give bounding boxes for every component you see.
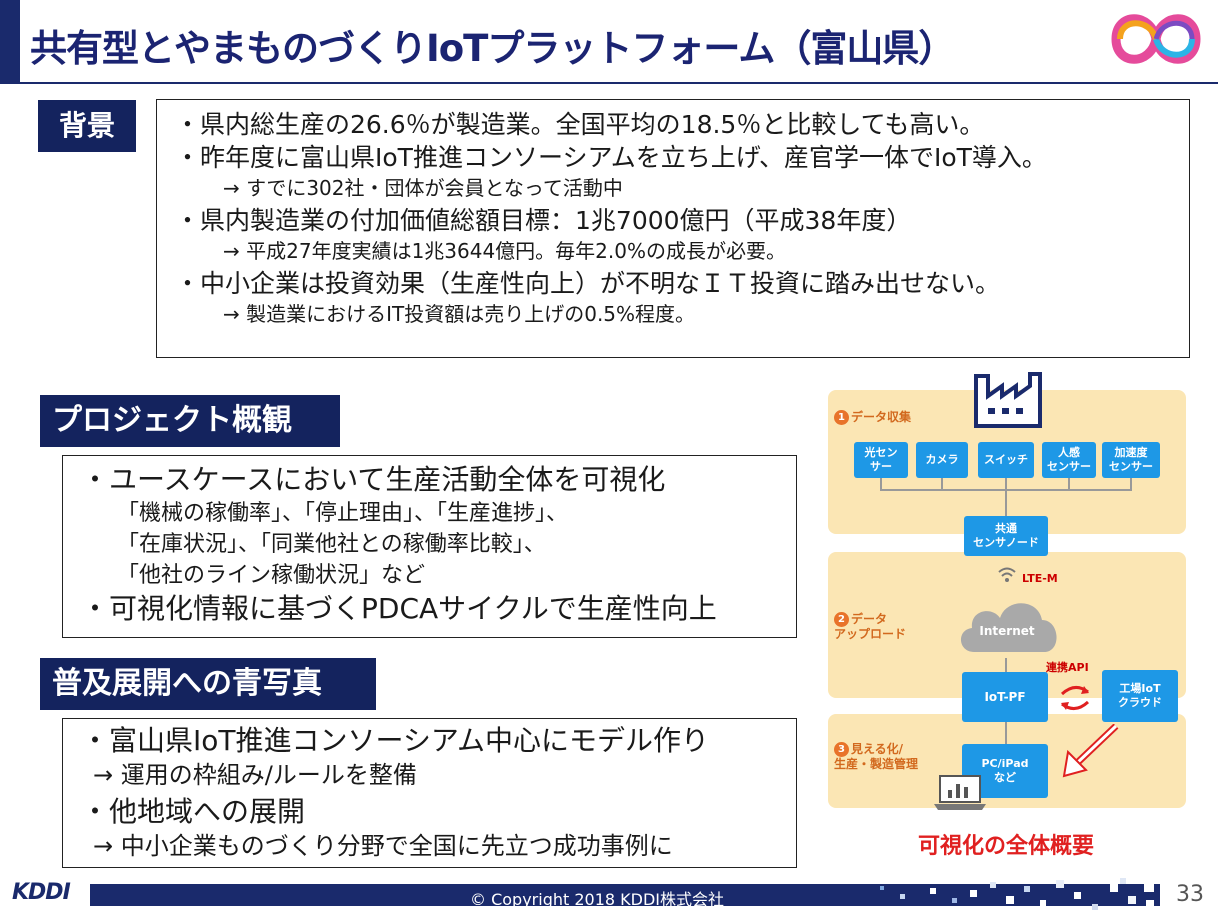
step-3-text: 見える化/ 生産・製造管理 (834, 742, 919, 771)
connector-line (1005, 478, 1007, 516)
blueprint-line: ・他地域への展開 (81, 795, 306, 828)
cloud-icon (960, 603, 1057, 652)
blueprint-section-label: 普及展開への青写真 (40, 658, 376, 710)
background-line: ・県内総生産の26.6％が製造業。全国平均の18.5％と比較しても高い。 (175, 110, 985, 139)
diagram-caption: 可視化の全体概要 (918, 834, 1095, 859)
iot-platform-node: IoT-PF (962, 672, 1048, 722)
connector-line (941, 478, 943, 490)
step-1-number: 1 (834, 410, 849, 425)
page-number: 33 (1176, 882, 1204, 907)
title-divider (0, 82, 1218, 84)
background-subline: → すでに302社・団体が会員となって活動中 (223, 176, 623, 200)
connector-line (880, 478, 882, 490)
blueprint-subline: → 運用の枠組み/ルールを整備 (93, 761, 417, 789)
title-bar: 共有型とやまものづくりIoTプラットフォーム（富山県） (0, 0, 1218, 82)
factory-iot-cloud-node: 工場IoT クラウド (1102, 670, 1178, 722)
motion-sensor-node: 人感 センサー (1042, 442, 1096, 478)
project-subline: 「機械の稼働率」、「停止理由」、「生産進捗」、 (117, 501, 569, 526)
sensor-node: 共通 センサノード (964, 516, 1048, 556)
lte-m-label: LTE-M (1022, 572, 1058, 585)
step-1-text: データ収集 (851, 410, 912, 424)
kddi-logo: KDDI (12, 880, 71, 905)
project-content-box: ・ユースケースにおいて生産活動全体を可視化 「機械の稼働率」、「停止理由」、「生… (62, 455, 797, 638)
switch-node: スイッチ (978, 442, 1034, 478)
connector-line (1005, 722, 1007, 744)
background-line: ・中小企業は投資効果（生産性向上）が不明なＩＴ投資に踏み出せない。 (175, 269, 1001, 298)
laptop-chart-icon (934, 775, 986, 810)
sync-arrows-icon (1060, 686, 1090, 710)
blueprint-line: ・富山県IoT推進コンソーシアム中心にモデル作り (81, 724, 709, 757)
page-title: 共有型とやまものづくりIoTプラットフォーム（富山県） (30, 27, 955, 70)
connector-line (1068, 478, 1070, 490)
title-accent-bar (0, 0, 20, 82)
background-line: ・県内製造業の付加価値総額目標：1兆7000億円（平成38年度） (175, 206, 912, 235)
blueprint-subline: → 中小企業ものづくり分野で全国に先立つ成功事例に (93, 832, 673, 860)
background-line: ・昨年度に富山県IoT推進コンソーシアムを立ち上げ、産官学一体でIoT導入。 (175, 143, 1047, 172)
copyright-text: © Copyright 2018 KDDI株式会社 (470, 890, 725, 909)
step-2-text: データ アップロード (834, 612, 907, 641)
pixel-pattern-decoration (860, 878, 1160, 910)
project-section-label: プロジェクト概観 (40, 395, 340, 447)
accelerometer-node: 加速度 センサー (1102, 442, 1160, 478)
project-line: ・ユースケースにおいて生産活動全体を可視化 (81, 463, 666, 496)
pc-ipad-node: PC/iPad など (962, 744, 1048, 798)
footer: KDDI © Copyright 2018 KDDI株式会社 33 (0, 878, 1218, 911)
background-subline: → 平成27年度実績は1兆3644億円。毎年2.0%の成長が必要。 (223, 239, 786, 263)
infinity-logo-icon (1111, 14, 1201, 64)
wifi-signal-icon (998, 567, 1016, 582)
background-content-box: ・県内総生産の26.6％が製造業。全国平均の18.5％と比較しても高い。 ・昨年… (156, 99, 1190, 358)
project-subline: 「他社のライン稼働状況」など (117, 563, 426, 588)
data-arrow-icon (1062, 724, 1119, 778)
footer-band (90, 884, 1040, 906)
background-section-label: 背景 (38, 100, 136, 152)
project-subline: 「在庫状況」、「同業他社との稼働率比較」、 (117, 532, 546, 557)
background-subline: → 製造業におけるIT投資額は売り上げの0.5%程度。 (223, 302, 696, 326)
step-3-number: 3 (834, 742, 849, 757)
project-line: ・可視化情報に基づくPDCAサイクルで生産性向上 (81, 592, 717, 625)
connector-line (1130, 478, 1132, 490)
internet-label: Internet (979, 624, 1035, 638)
light-sensor-node: 光セン サー (854, 442, 908, 478)
connector-line (880, 489, 1132, 491)
camera-node: カメラ (916, 442, 968, 478)
connector-line (1005, 658, 1007, 672)
api-label: 連携API (1046, 661, 1089, 674)
blueprint-content-box: ・富山県IoT推進コンソーシアム中心にモデル作り → 運用の枠組み/ルールを整備… (62, 718, 797, 868)
factory-icon (974, 372, 1042, 428)
step-2-number: 2 (834, 612, 849, 627)
